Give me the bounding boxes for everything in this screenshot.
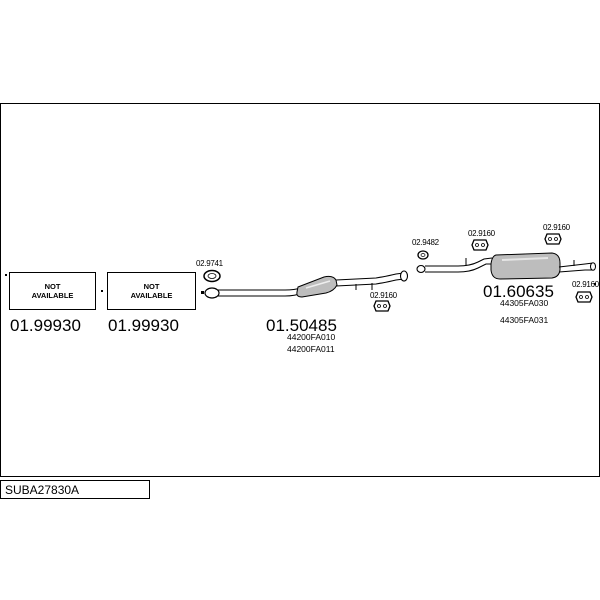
middle-inlet-pipe	[218, 286, 303, 297]
gasket-mid-ring	[417, 250, 429, 260]
gasket-mid-label: 02.9482	[412, 238, 440, 247]
hanger-tail[interactable]: 02.9160	[572, 280, 600, 303]
diagram-code: SUBA27830A	[5, 483, 79, 497]
gasket-front-ring	[203, 269, 221, 283]
hanger-rear-1[interactable]: 02.9160	[468, 229, 496, 251]
part-front-section-2[interactable]: NOT AVAILABLE 01.99930	[101, 272, 196, 336]
part-number-3: 01.50485	[266, 316, 337, 335]
not-available-box-2	[107, 272, 196, 310]
resonator-body	[296, 275, 338, 298]
part-rear-silencer[interactable]: 01.60635 44305FA030 44305FA031	[416, 252, 596, 325]
part-front-section-1[interactable]: NOT AVAILABLE 01.99930	[5, 272, 96, 336]
hanger-tail-label: 02.9160	[572, 280, 600, 289]
front-flange	[204, 287, 220, 299]
not-available-label-1-line1: NOT	[45, 282, 61, 291]
gasket-front-label: 02.9741	[196, 259, 224, 268]
oem-number-3a: 44200FA010	[287, 332, 335, 342]
hanger-rear-2-label: 02.9160	[543, 223, 571, 232]
not-available-label-2-line1: NOT	[144, 282, 160, 291]
hanger-mid-label: 02.9160	[370, 291, 398, 300]
hanger-rear-2-rubber	[544, 233, 562, 245]
hanger-tail-rubber	[575, 291, 593, 303]
tail-pipe	[558, 262, 594, 273]
hanger-rear-1-label: 02.9160	[468, 229, 496, 238]
oem-number-4b: 44305FA031	[500, 315, 548, 325]
oem-number-4a: 44305FA030	[500, 298, 548, 308]
part-number-4: 01.60635	[483, 282, 554, 301]
part-middle-silencer[interactable]: 01.50485 44200FA010 44200FA011	[201, 270, 409, 354]
gasket-front[interactable]: 02.9741	[196, 259, 224, 283]
gasket-mid[interactable]: 02.9482	[412, 238, 440, 260]
oem-number-3b: 44200FA011	[287, 344, 335, 354]
not-available-label-2-line2: AVAILABLE	[131, 291, 173, 300]
part-number-2: 01.99930	[108, 316, 179, 335]
hanger-rear-1-rubber	[471, 239, 489, 251]
part-number-1: 01.99930	[10, 316, 81, 335]
hanger-mid-rubber	[373, 300, 391, 312]
rear-inlet-pipe	[425, 257, 493, 273]
hanger-mid[interactable]: 02.9160	[370, 291, 398, 312]
not-available-box-1	[9, 272, 96, 310]
middle-outlet-pipe	[335, 272, 405, 287]
code-box	[0, 480, 150, 499]
hanger-rear-2[interactable]: 02.9160	[543, 223, 571, 245]
not-available-label-1-line2: AVAILABLE	[32, 291, 74, 300]
rear-muffler-body	[490, 252, 561, 280]
